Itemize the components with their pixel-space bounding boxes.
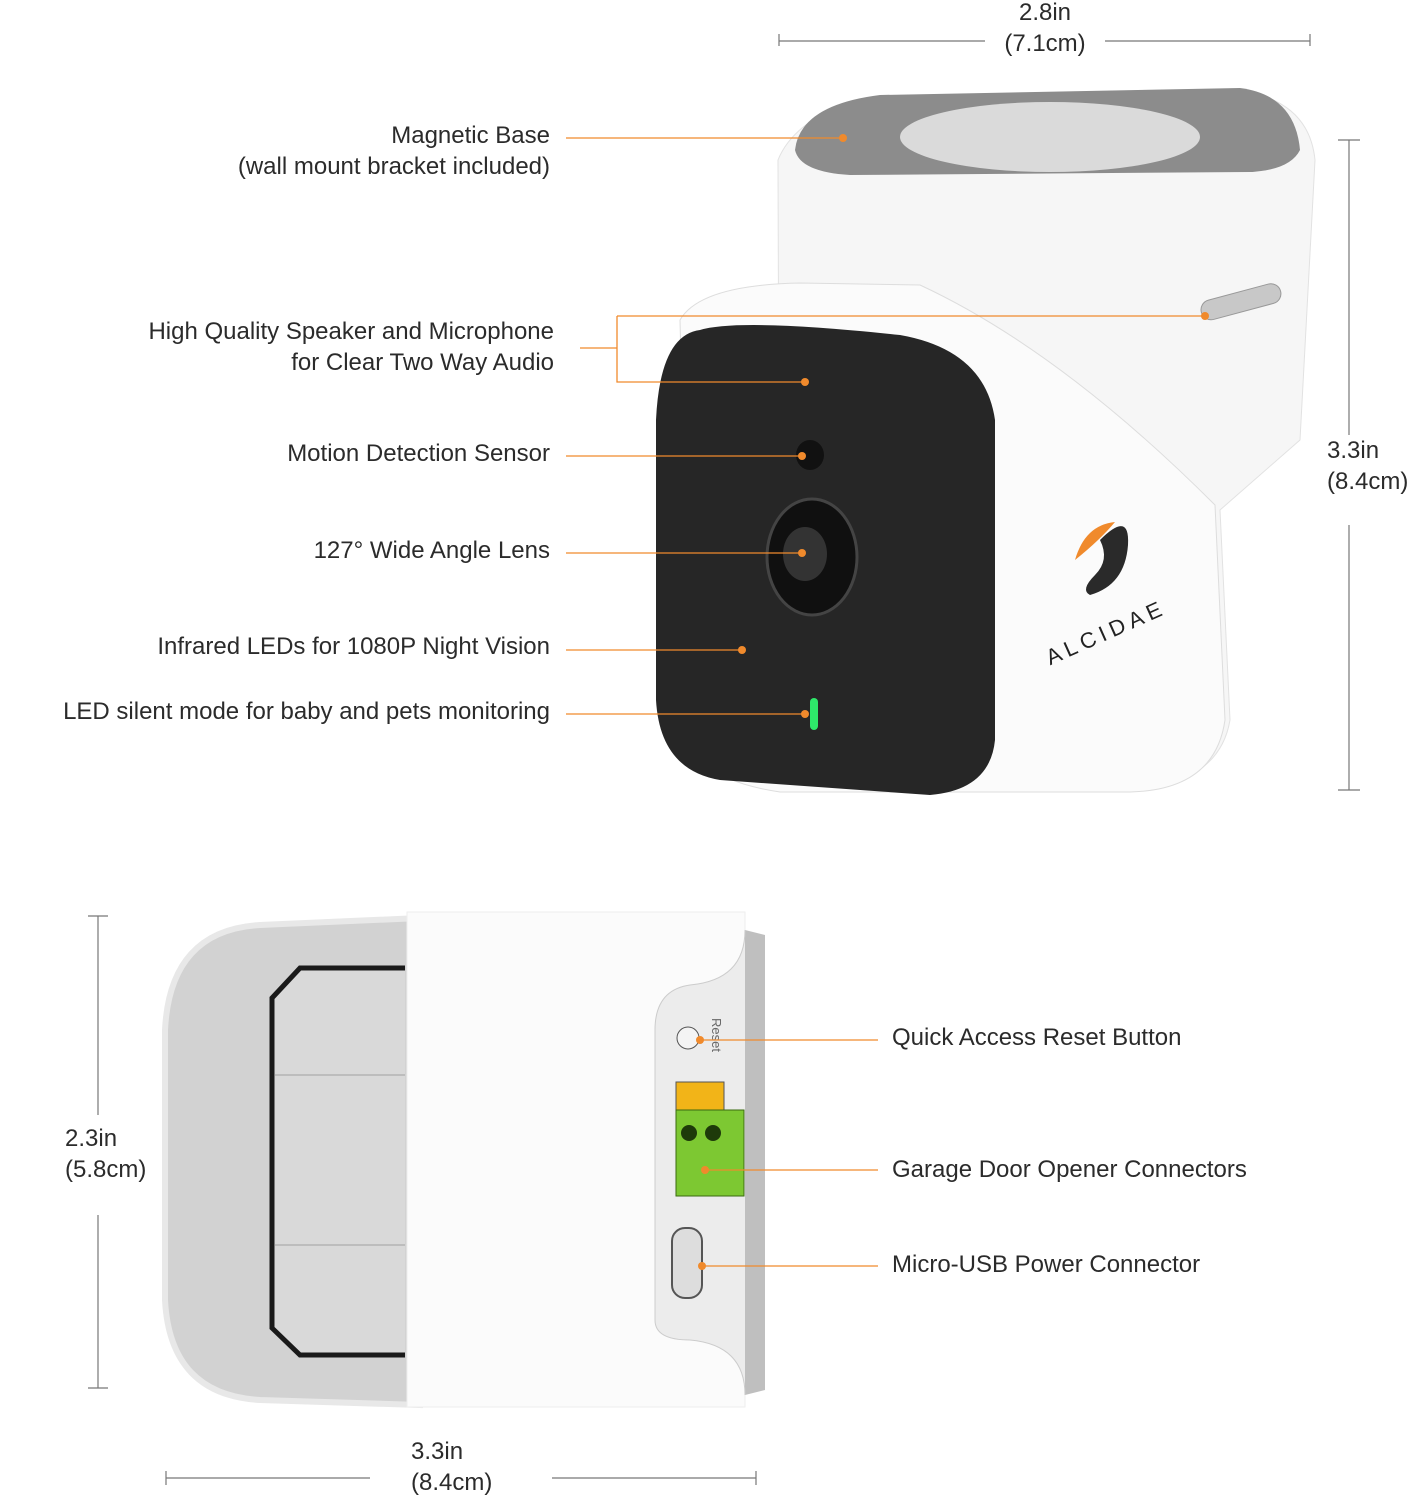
dimension-metric: (5.8cm) — [65, 1156, 147, 1183]
callout-garage-connectors: Garage Door Opener Connectors — [892, 1156, 1247, 1183]
callout-line: High Quality Speaker and Microphone — [148, 318, 554, 345]
callout-micro-usb: Micro-USB Power Connector — [892, 1251, 1201, 1278]
camera-front-view: ALCIDAE — [656, 88, 1316, 795]
callout-dots — [696, 134, 1209, 1270]
side-width-dimension: 3.3in (8.4cm) — [411, 1436, 492, 1498]
dimension-lines — [88, 34, 1360, 1485]
callout-reset-button: Quick Access Reset Button — [892, 1024, 1182, 1051]
callout-infrared-leds: Infrared LEDs for 1080P Night Vision — [157, 633, 550, 660]
callout-magnetic-base: Magnetic Base (wall mount bracket includ… — [238, 120, 550, 182]
dimension-metric: (8.4cm) — [411, 1469, 493, 1496]
motion-sensor — [796, 440, 824, 470]
callout-lens: 127° Wide Angle Lens — [313, 537, 550, 564]
status-led — [810, 698, 818, 730]
dimension-imperial: 3.3in — [1327, 437, 1380, 464]
callout-motion-sensor: Motion Detection Sensor — [287, 440, 550, 467]
speaker-grille — [1200, 283, 1282, 321]
callout-led-silent-mode: LED silent mode for baby and pets monito… — [63, 698, 550, 725]
dimension-metric: (7.1cm) — [1004, 30, 1086, 57]
side-height-dimension: 2.3in (5.8cm) — [65, 1123, 146, 1185]
dimension-imperial: 3.3in — [411, 1438, 464, 1465]
dimension-imperial: 2.8in — [1018, 0, 1072, 26]
leader-lines — [566, 137, 1205, 1267]
camera-side-view: Reset — [162, 911, 765, 1409]
dimension-metric: (8.4cm) — [1327, 468, 1409, 495]
callout-line: Magnetic Base — [391, 122, 550, 149]
reset-text: Reset — [709, 1018, 724, 1052]
callout-line: (wall mount bracket included) — [237, 153, 550, 180]
dimension-imperial: 2.3in — [65, 1125, 118, 1152]
top-width-dimension: 2.8in (7.1cm) — [985, 0, 1105, 59]
callout-line: for Clear Two Way Audio — [291, 349, 554, 376]
top-height-dimension: 3.3in (8.4cm) — [1327, 435, 1408, 497]
callout-speaker-microphone: High Quality Speaker and Microphone for … — [148, 316, 554, 378]
